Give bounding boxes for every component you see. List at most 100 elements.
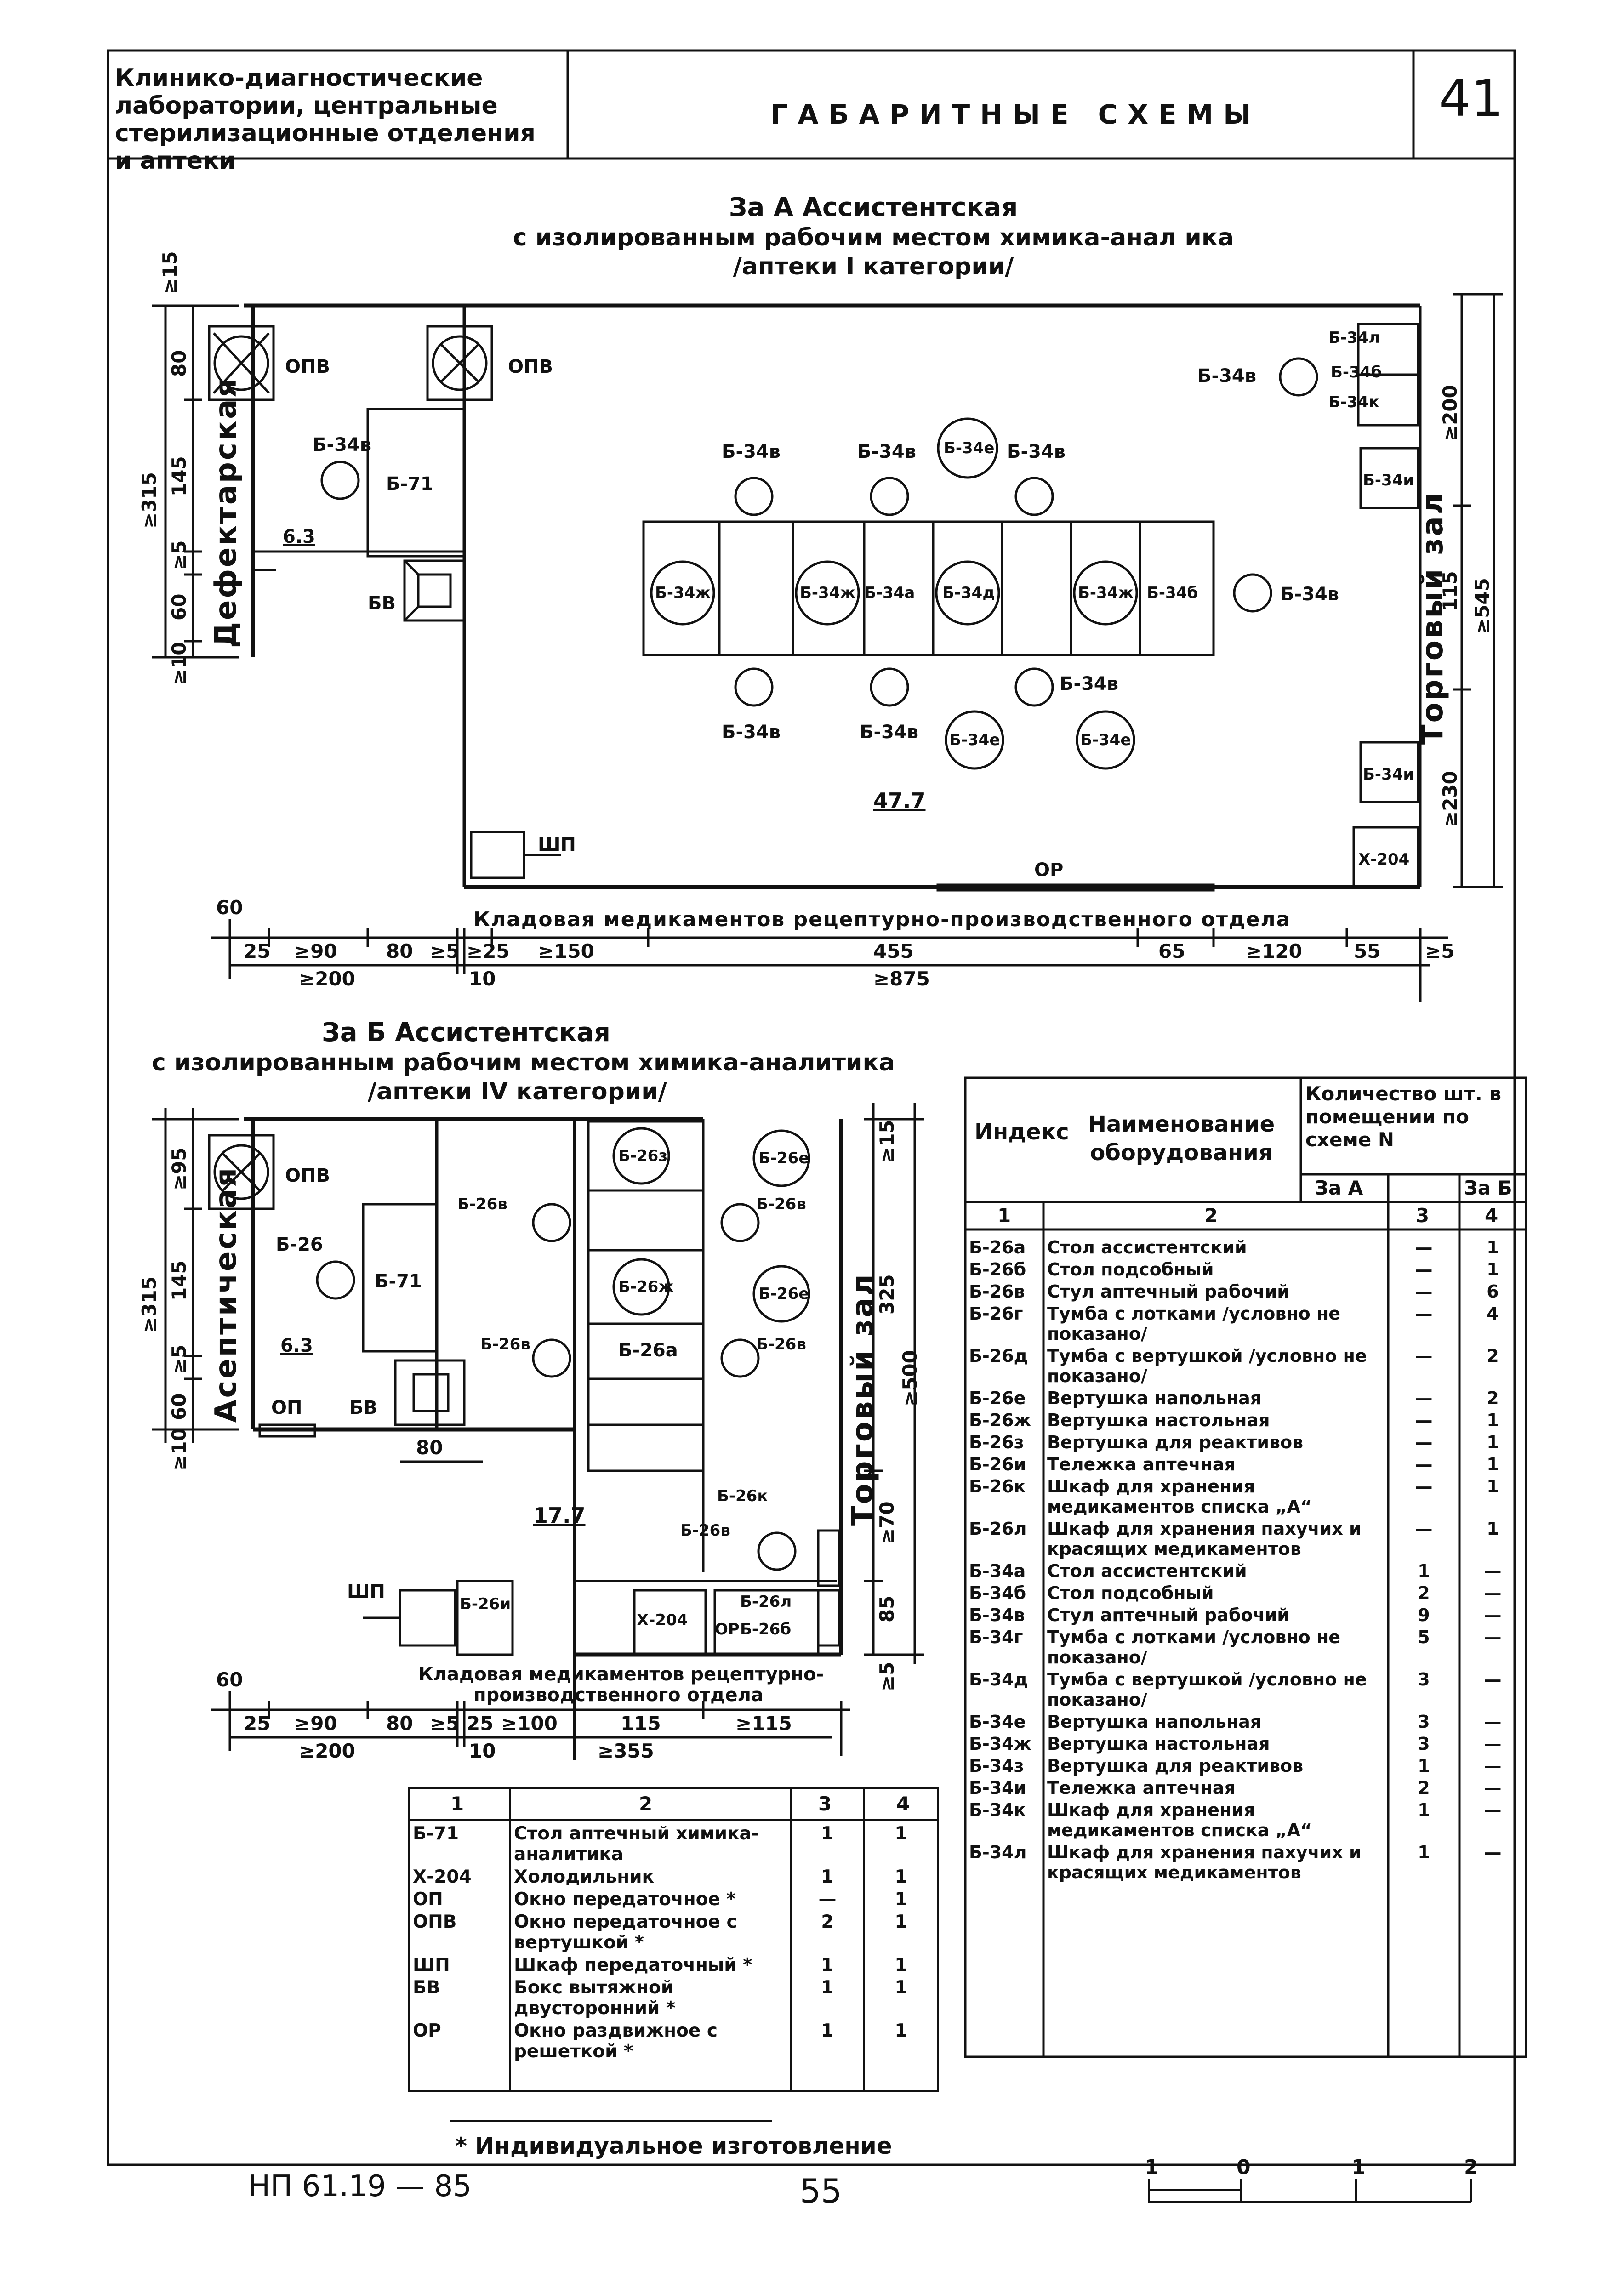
scheme-a-b34d: Б-34д — [942, 584, 995, 602]
scheme-a-b34zh-3: Б-34ж — [1078, 584, 1134, 602]
main-table-row-cell: Б-26д — [969, 1346, 1028, 1366]
main-table-row-cell: 1 — [1487, 1476, 1499, 1497]
main-table-row-cell: Б-26к — [969, 1476, 1026, 1497]
small-table-row-cell: 1 — [895, 1867, 907, 1887]
main-table-row-cell: 1 — [1487, 1410, 1499, 1430]
scheme-b-b26z: Б-26з — [618, 1147, 668, 1165]
dim-b-b200: ≥200 — [299, 1740, 355, 1762]
scheme-b-b71: Б-71 — [375, 1271, 422, 1292]
small-table-row-cell: 1 — [895, 1823, 907, 1844]
main-table-head-index: Индекс — [974, 1119, 1069, 1145]
small-table-col2: 2 — [639, 1793, 653, 1815]
scheme-b-op: ОП — [271, 1397, 302, 1418]
dim-b-b90: ≥90 — [294, 1712, 337, 1735]
small-table-row-cell: 1 — [895, 1889, 907, 1910]
small-table-row-cell: БВ — [413, 1977, 440, 1998]
scheme-b-b26k: Б-26к — [717, 1487, 768, 1505]
scheme-b-room-left: Асептическая — [209, 1166, 243, 1423]
main-table-row-cell: — — [1415, 1237, 1433, 1258]
main-table-row-cell: Стол подсобный — [1047, 1583, 1214, 1603]
scheme-b-shp: ШП — [347, 1581, 385, 1602]
dim-b-b5: ≥5 — [430, 1712, 460, 1735]
scheme-a-bv: БВ — [368, 593, 396, 614]
scheme-a-b34l: Б-34л — [1328, 329, 1380, 347]
dim-a-b80: 80 — [386, 940, 413, 962]
small-table-col3: 3 — [818, 1793, 832, 1815]
scheme-a-shp: ШП — [538, 834, 576, 855]
dim-a-b120: ≥120 — [1246, 940, 1302, 962]
main-table-row-cell: Вертушка напольная — [1047, 1388, 1262, 1408]
main-table-col2: 2 — [1204, 1204, 1218, 1227]
scheme-b-b26v-3: Б-26в — [756, 1195, 806, 1213]
scheme-a-room-right: Торговый зал — [1416, 491, 1450, 745]
main-table-head-qb: За Б — [1464, 1177, 1512, 1199]
main-table-row-cell: — — [1415, 1519, 1433, 1539]
dim-b-325: 325 — [876, 1274, 898, 1315]
main-table-row-cell: Б-34г — [969, 1627, 1023, 1647]
main-table-row-cell: 4 — [1487, 1303, 1499, 1324]
scheme-a-x204: Х-204 — [1358, 850, 1410, 869]
small-table-row-cell: Б-71 — [413, 1823, 459, 1844]
small-table-row-cell: ОР — [413, 2020, 441, 2041]
dim-a-115: 115 — [1439, 571, 1461, 611]
scheme-b-subtitle1: с изолированным рабочим местом химика-ан… — [152, 1049, 895, 1076]
small-table-row-cell: 2 — [821, 1912, 834, 1932]
header-sheet-title: ГАБАРИТНЫЕ СХЕМЫ — [770, 99, 1261, 130]
main-table-row-cell: 6 — [1487, 1281, 1499, 1302]
main-table-row-cell: 1 — [1487, 1519, 1499, 1539]
main-table-row-cell: Б-26а — [969, 1237, 1026, 1258]
scheme-a-bottom-caption: Кладовая медикаментов рецептурно-произво… — [473, 908, 1291, 931]
main-table-row-cell: Стол ассистентский — [1047, 1237, 1247, 1258]
scheme-b-x204: Х-204 — [637, 1611, 688, 1629]
scheme-a-b34v-left: Б-34в — [313, 434, 372, 455]
small-table-row-cell: 1 — [821, 1977, 834, 1998]
scale-label-2: 2 — [1464, 2156, 1478, 2179]
small-table-row-cell: 1 — [895, 1977, 907, 1998]
footnote: * Индивидуальное изготовление — [455, 2133, 892, 2159]
small-table-row-cell: Х-204 — [413, 1867, 472, 1887]
main-table-row-cell: Б-26г — [969, 1303, 1023, 1324]
main-table-row-cell: 5 — [1418, 1627, 1430, 1647]
main-table-row-cell: Вертушка для реактивов — [1047, 1432, 1304, 1452]
small-table-row-cell: 1 — [895, 1912, 907, 1932]
dim-a-545: ≥545 — [1471, 578, 1493, 634]
main-table-row-cell: Стол ассистентский — [1047, 1561, 1247, 1581]
main-table-row-cell: Вертушка настольная — [1047, 1734, 1270, 1754]
dim-a-b150: ≥150 — [538, 940, 594, 962]
scale-label-1: 1 — [1145, 2156, 1159, 2179]
dim-b-15: ≥15 — [876, 1120, 898, 1163]
main-table-row-cell: Шкаф для хранения пахучих и красящих мед… — [1047, 1842, 1362, 1883]
main-table-row-cell: 2 — [1418, 1778, 1430, 1798]
dim-a-5: ≥5 — [168, 540, 190, 570]
small-table-row-cell: Окно передаточное с вертушкой * — [514, 1912, 737, 1953]
dim-b-5: ≥5 — [168, 1344, 190, 1374]
scheme-b-title: За Б Ассистентская — [322, 1018, 610, 1047]
small-table-row-cell: 1 — [895, 2020, 907, 2041]
scheme-a-b34v-top2: Б-34в — [857, 441, 917, 462]
scheme-a-b34v-bottom2: Б-34в — [860, 722, 919, 743]
scale-label-1b: 1 — [1351, 2156, 1366, 2179]
main-table-row-cell: Вертушка настольная — [1047, 1410, 1270, 1430]
page-number: 55 — [800, 2172, 842, 2210]
main-table-row-cell: 3 — [1418, 1734, 1430, 1754]
dim-b-500: ≥500 — [899, 1350, 921, 1406]
main-table-row-cell: — — [1415, 1388, 1433, 1408]
main-table-row-cell: Стул аптечный рабочий — [1047, 1281, 1289, 1302]
main-table-row-cell: Вертушка напольная — [1047, 1712, 1262, 1732]
scheme-a-b71: Б-71 — [386, 473, 433, 495]
main-table-row-cell: Б-26з — [969, 1432, 1024, 1452]
dim-a-230: ≥230 — [1439, 771, 1461, 827]
main-table-row-cell: — — [1415, 1303, 1433, 1324]
main-table-row-cell: Тележка аптечная — [1047, 1778, 1236, 1798]
main-table-row-cell: Стул аптечный рабочий — [1047, 1605, 1289, 1625]
scheme-b-b26i: Б-26и — [460, 1595, 511, 1613]
